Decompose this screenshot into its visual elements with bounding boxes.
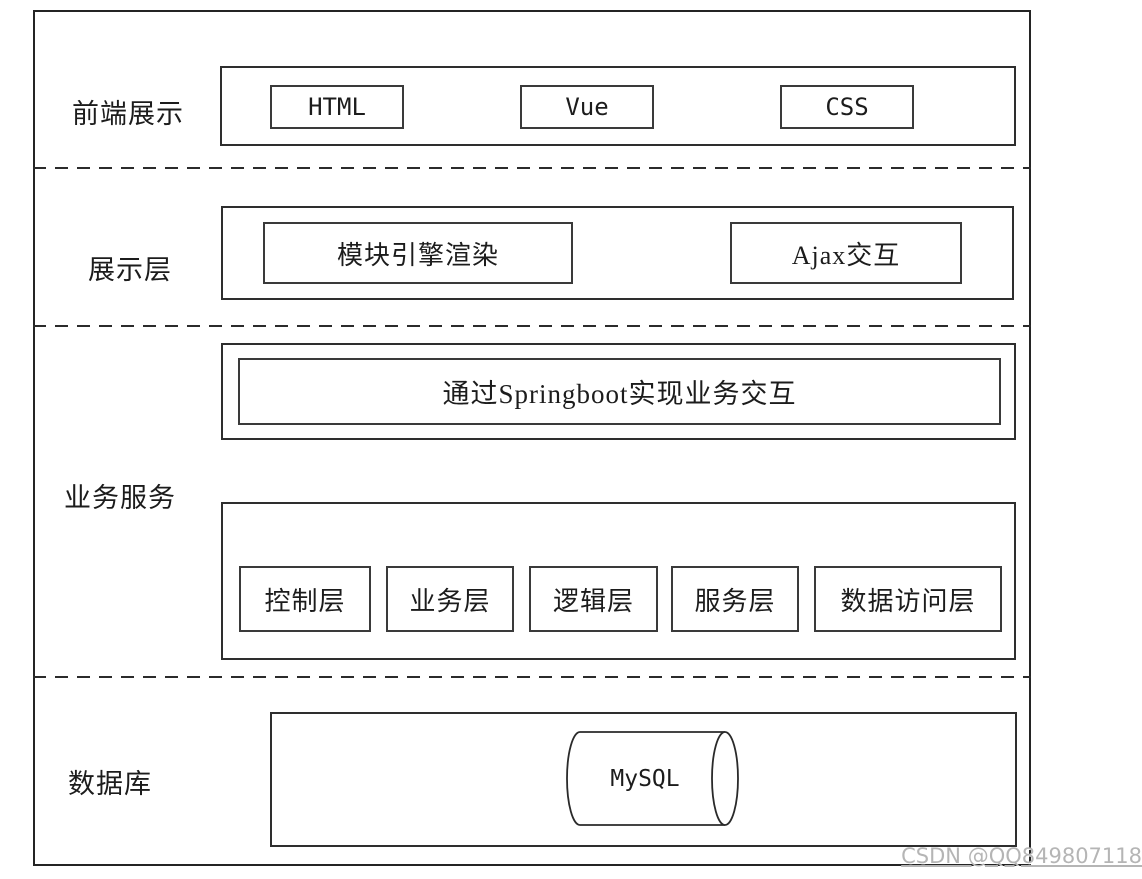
database-layer-container: MySQL	[270, 712, 1017, 847]
frontend-layer-container: HTML Vue CSS	[220, 66, 1016, 146]
springboot-banner-container: 通过Springboot实现业务交互	[221, 343, 1016, 440]
mysql-cylinder-icon: MySQL	[565, 730, 741, 827]
divider-frontend-presentation	[33, 167, 1031, 169]
divider-business-database	[33, 676, 1031, 678]
presentation-layer-container: 模块引擎渲染 Ajax交互	[221, 206, 1014, 300]
box-business-layer: 业务层	[386, 566, 514, 632]
layer-label-database: 数据库	[68, 769, 152, 799]
box-control-layer: 控制层	[239, 566, 371, 632]
csdn-watermark: CSDN @QQ849807118	[901, 844, 1142, 868]
box-vue: Vue	[520, 85, 654, 129]
layer-label-business: 业务服务	[64, 483, 176, 513]
mysql-label: MySQL	[610, 765, 680, 792]
layer-label-frontend: 前端展示	[72, 99, 184, 129]
box-html: HTML	[270, 85, 404, 129]
layer-label-presentation: 展示层	[88, 255, 172, 285]
box-data-access-layer: 数据访问层	[814, 566, 1002, 632]
divider-presentation-business	[33, 325, 1031, 327]
box-css: CSS	[780, 85, 914, 129]
business-sublayers-container: 控制层 业务层 逻辑层 服务层 数据访问层	[221, 502, 1016, 660]
box-ajax-interaction: Ajax交互	[730, 222, 962, 284]
box-service-layer: 服务层	[671, 566, 799, 632]
box-springboot-interaction: 通过Springboot实现业务交互	[238, 358, 1001, 425]
box-logic-layer: 逻辑层	[529, 566, 658, 632]
box-template-engine-render: 模块引擎渲染	[263, 222, 573, 284]
